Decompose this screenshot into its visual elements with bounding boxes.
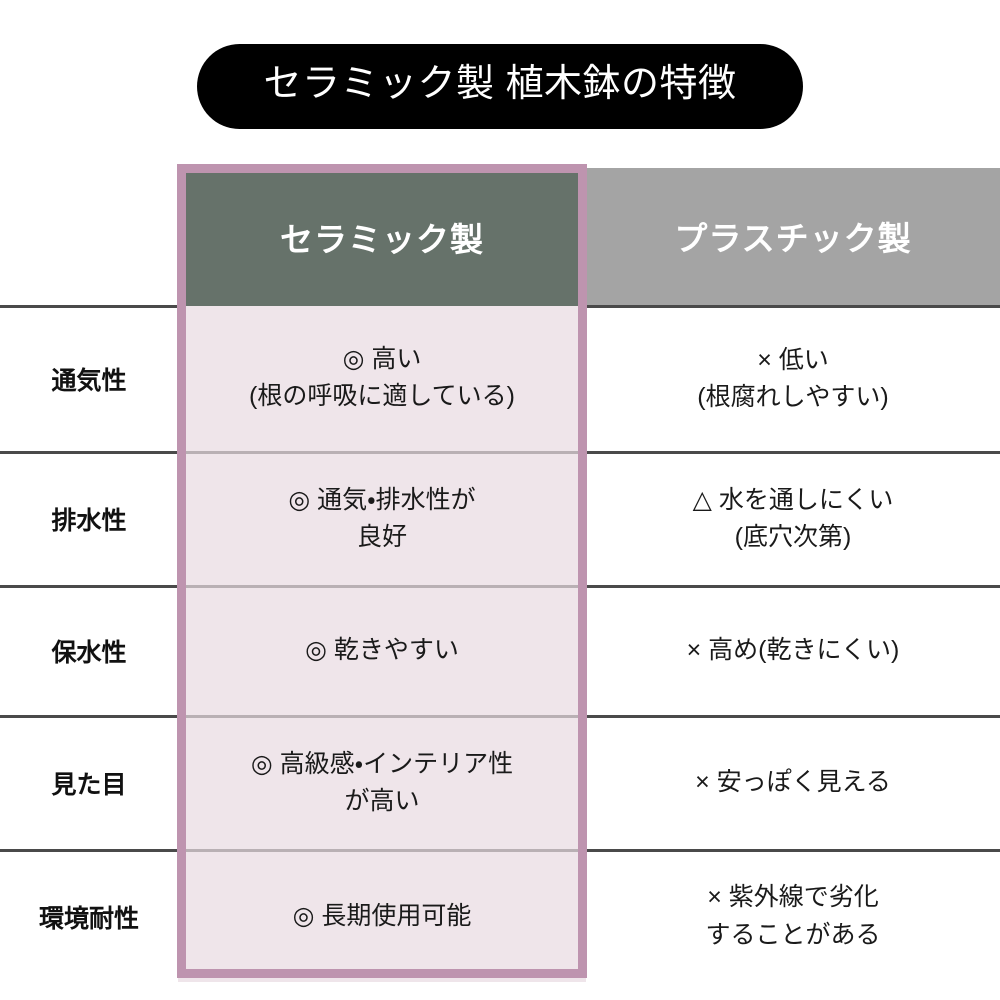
page-title: セラミック製 植木鉢の特徴 (197, 44, 803, 129)
comparison-table: セラミック製 プラスチック製 通気性 ◎ 高い (根の呼吸に適している) × 低… (0, 168, 1000, 982)
cell-line-1: × 高め(乾きにくい) (686, 636, 900, 665)
cell-line-2: (底穴次第) (734, 523, 852, 551)
row-label-ventilation: 通気性 (0, 304, 178, 452)
table-header-row: セラミック製 プラスチック製 (0, 168, 1000, 306)
header-ceramic: セラミック製 (178, 168, 586, 306)
row-label-appearance: 見た目 (0, 714, 178, 850)
cell-line-1: ◎ 高い (342, 344, 422, 373)
cell-line-1: × 紫外線で劣化 (707, 883, 879, 912)
row-label-water-retention: 保水性 (0, 584, 178, 716)
table-header: セラミック製 プラスチック製 (0, 168, 1000, 306)
table-row: 排水性 ◎ 通気・排水性が 良好 △ 水を通しにくい (底穴次第) (0, 450, 1000, 586)
cell-line-1: ◎ 通気・排水性が (288, 485, 476, 514)
cell-line-1: × 安っぽく見える (695, 768, 891, 797)
cell-line-2: 良好 (356, 523, 407, 551)
header-corner-blank (0, 168, 178, 306)
header-plastic: プラスチック製 (586, 168, 1000, 306)
cell-line-2: (根腐れしやすい) (697, 383, 889, 411)
cell-plastic-appearance: × 安っぽく見える (586, 714, 1000, 850)
cell-line-2: することがある (705, 920, 881, 949)
row-label-drainage: 排水性 (0, 450, 178, 586)
cell-line-2: (根の呼吸に適している) (249, 382, 515, 411)
cell-plastic-drainage: △ 水を通しにくい (底穴次第) (586, 450, 1000, 586)
cell-plastic-ventilation: × 低い (根腐れしやすい) (586, 304, 1000, 452)
title-banner: セラミック製 植木鉢の特徴 (0, 44, 1000, 129)
table-row: 環境耐性 ◎ 長期使用可能 × 紫外線で劣化 することがある (0, 848, 1000, 982)
cell-line-2: が高い (344, 787, 420, 815)
table-row: 見た目 ◎ 高級感・インテリア性 が高い × 安っぽく見える (0, 714, 1000, 850)
cell-line-1: ◎ 長期使用可能 (292, 902, 472, 930)
cell-line-1: × 低い (757, 345, 829, 374)
cell-line-1: ◎ 乾きやすい (305, 636, 459, 665)
cell-ceramic-drainage: ◎ 通気・排水性が 良好 (178, 450, 586, 586)
table-body: 通気性 ◎ 高い (根の呼吸に適している) × 低い (根腐れしやすい) 排水性… (0, 304, 1000, 982)
table-row: 保水性 ◎ 乾きやすい × 高め(乾きにくい) (0, 584, 1000, 716)
cell-plastic-durability: × 紫外線で劣化 することがある (586, 848, 1000, 982)
cell-ceramic-durability: ◎ 長期使用可能 (178, 848, 586, 982)
cell-ceramic-water-retention: ◎ 乾きやすい (178, 584, 586, 716)
cell-ceramic-appearance: ◎ 高級感・インテリア性 が高い (178, 714, 586, 850)
table-row: 通気性 ◎ 高い (根の呼吸に適している) × 低い (根腐れしやすい) (0, 304, 1000, 452)
cell-line-1: ◎ 高級感・インテリア性 (250, 749, 514, 778)
row-label-durability: 環境耐性 (0, 848, 178, 982)
cell-plastic-water-retention: × 高め(乾きにくい) (586, 584, 1000, 716)
cell-line-1: △ 水を通しにくい (692, 485, 894, 514)
cell-ceramic-ventilation: ◎ 高い (根の呼吸に適している) (178, 306, 586, 452)
